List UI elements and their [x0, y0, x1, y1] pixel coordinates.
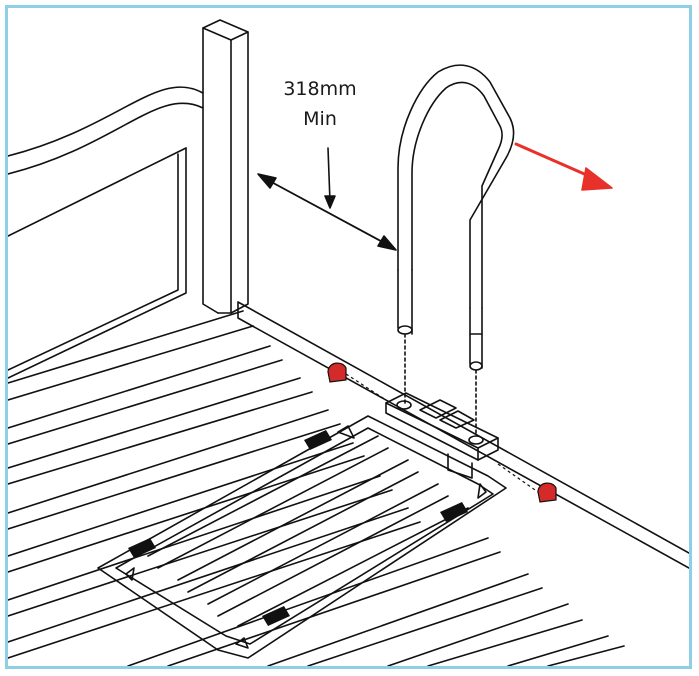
headboard [8, 19, 249, 379]
bed-rail-illustration [8, 19, 689, 666]
grab-handle [397, 64, 515, 437]
anchor-plate [97, 415, 507, 659]
mounting-bracket [385, 392, 499, 479]
double-headed-arrow-icon [257, 147, 397, 251]
bed-slats [8, 310, 625, 666]
diagram-frame: 318mm Min [5, 5, 692, 669]
measurement-note: Min [303, 108, 337, 130]
plate-pads [128, 430, 468, 626]
measurement-value: 318mm [283, 78, 357, 100]
clip-left [327, 362, 387, 401]
clip-right [497, 463, 557, 503]
red-arrow-icon [514, 142, 613, 191]
red-clips [327, 362, 557, 503]
